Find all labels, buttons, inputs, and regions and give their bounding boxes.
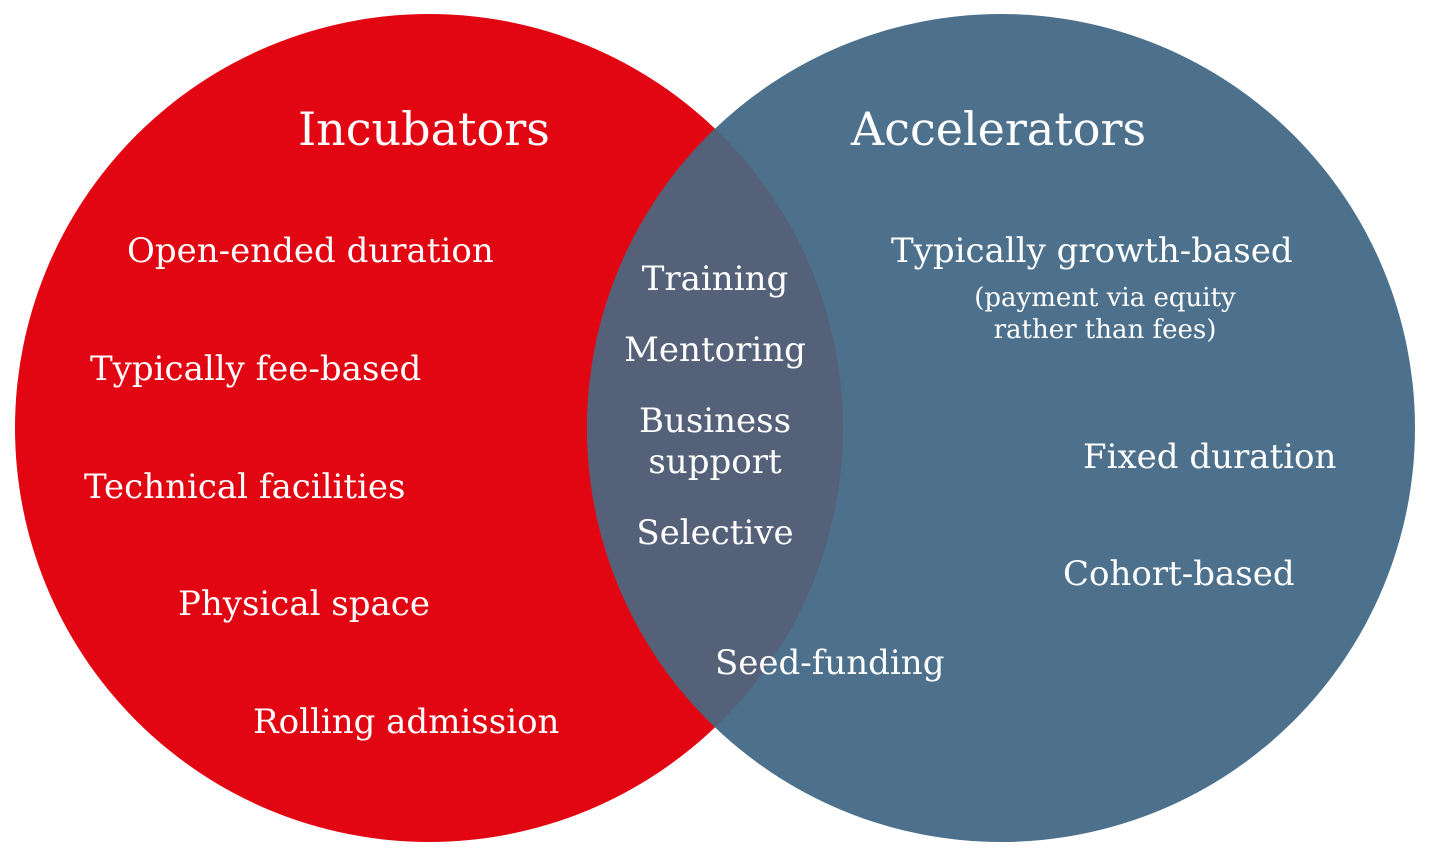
- shared-item: support: [648, 442, 782, 482]
- accelerator-note: (payment via equity: [974, 283, 1236, 313]
- incubators-circle: [15, 14, 843, 842]
- accelerator-item: Typically growth-based: [891, 231, 1293, 271]
- accelerator-note: rather than fees): [994, 315, 1217, 345]
- shared-item: Training: [642, 259, 789, 299]
- shared-item: Mentoring: [624, 330, 806, 370]
- incubator-item: Typically fee-based: [90, 349, 421, 389]
- incubator-item: Rolling admission: [253, 702, 559, 742]
- accelerator-item: Cohort-based: [1063, 554, 1295, 594]
- accelerators-circle: [587, 14, 1415, 842]
- incubators-title: Incubators: [298, 102, 550, 156]
- incubator-item: Physical space: [178, 584, 430, 624]
- shared-item: Selective: [636, 513, 793, 553]
- incubator-item: Open-ended duration: [127, 231, 494, 271]
- accelerators-title: Accelerators: [850, 102, 1146, 156]
- seed-funding-label: Seed-funding: [715, 643, 944, 683]
- incubator-item: Technical facilities: [84, 467, 406, 507]
- accelerator-item: Fixed duration: [1083, 437, 1336, 477]
- shared-item: Business: [639, 401, 791, 441]
